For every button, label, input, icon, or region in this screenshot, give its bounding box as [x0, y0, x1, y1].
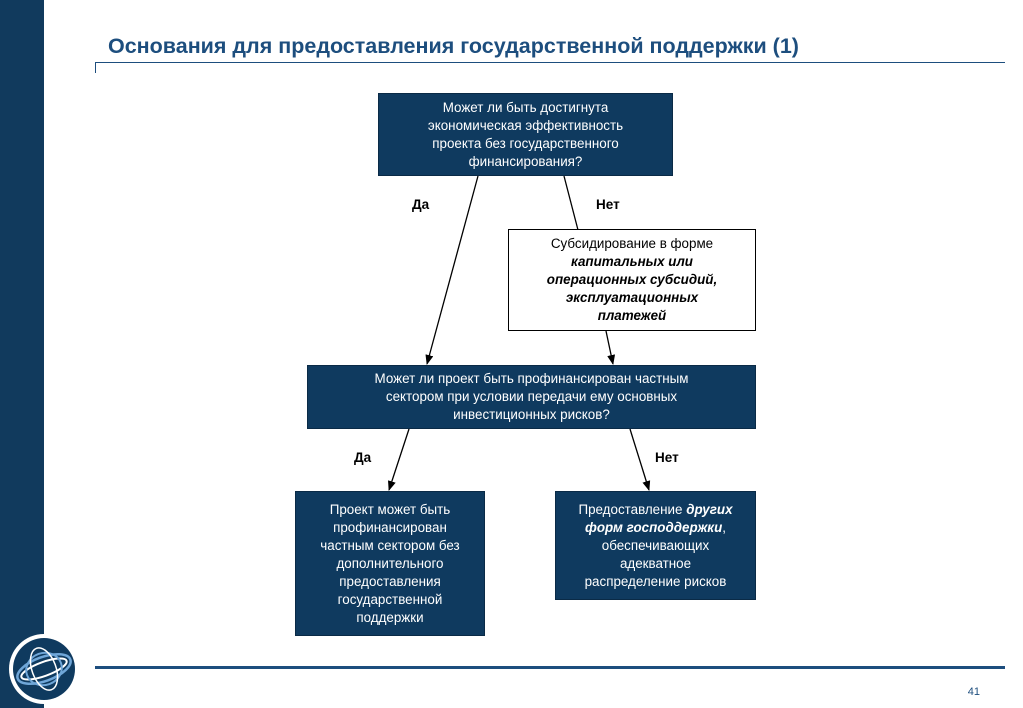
subsidy-bold-line: платежей — [597, 308, 667, 323]
slide-title: Основания для предоставления государстве… — [108, 34, 799, 58]
outcome-line: обеспечивающих — [601, 537, 710, 553]
outcome-line: предоставления — [339, 573, 441, 589]
subsidy-bold-line: операционных субсидий, — [546, 272, 718, 287]
question-line: проекта без государственного — [432, 135, 619, 151]
question-line: Может ли проект быть профинансирован час… — [374, 371, 689, 386]
label-yes-2: Да — [354, 450, 372, 465]
outcome-line: поддержки — [356, 609, 424, 625]
outcome-box-other-support: Предоставление других форм господдержки,… — [555, 491, 756, 600]
question-line: экономическая эффективность — [427, 117, 624, 133]
question-line: финансирования? — [468, 153, 583, 169]
sidebar-band — [0, 0, 44, 708]
outcome-line: частным сектором без — [320, 537, 460, 553]
question-line: сектором при условии передачи ему основн… — [385, 389, 678, 404]
footer-rule — [95, 666, 1005, 669]
outcome-text: , — [722, 519, 727, 535]
line-q1-no — [563, 175, 579, 231]
company-logo-icon — [9, 634, 79, 704]
subsidy-line: Субсидирование в форме — [550, 236, 714, 251]
subsidy-bold-line: капитальных или — [571, 254, 693, 269]
outcome-line: адекватное — [619, 555, 692, 571]
outcome-line: Предоставление других — [578, 501, 732, 519]
question-box-private-financing: Может ли проект быть профинансирован час… — [307, 365, 756, 429]
arrow-q2-no — [629, 428, 651, 491]
outcome-line: дополнительного — [336, 555, 444, 571]
label-no-2: Нет — [655, 450, 679, 465]
outcome-line: форм господдержки, — [585, 519, 726, 537]
question-box-efficiency: Может ли быть достигнута экономическая э… — [378, 93, 673, 176]
subsidy-bold-line: эксплуатационных — [565, 290, 699, 305]
question-line: Может ли быть достигнута — [442, 99, 609, 115]
title-rule-tick — [95, 62, 96, 73]
title-rule — [95, 62, 1005, 63]
subsidy-box: Субсидирование в форме капитальных или о… — [508, 229, 756, 331]
outcome-line: распределение рисков — [584, 573, 727, 589]
label-no-1: Нет — [596, 197, 620, 212]
label-yes-1: Да — [412, 197, 430, 212]
outcome-text: Предоставление — [578, 501, 687, 517]
arrow-q1-yes — [425, 175, 479, 365]
outcome-line: Проект может быть — [329, 501, 451, 517]
arrow-q2-yes — [388, 428, 410, 491]
outcome-emphasis: других — [686, 501, 733, 517]
question-line: инвестиционных рисков? — [453, 407, 610, 422]
arrow-subsidy-down — [605, 330, 616, 365]
outcome-box-private: Проект может быть профинансирован частны… — [295, 491, 485, 636]
outcome-line: государственной — [337, 591, 443, 607]
outcome-line: профинансирован — [333, 519, 447, 535]
page-number: 41 — [967, 686, 980, 698]
outcome-emphasis: форм господдержки — [584, 519, 723, 535]
